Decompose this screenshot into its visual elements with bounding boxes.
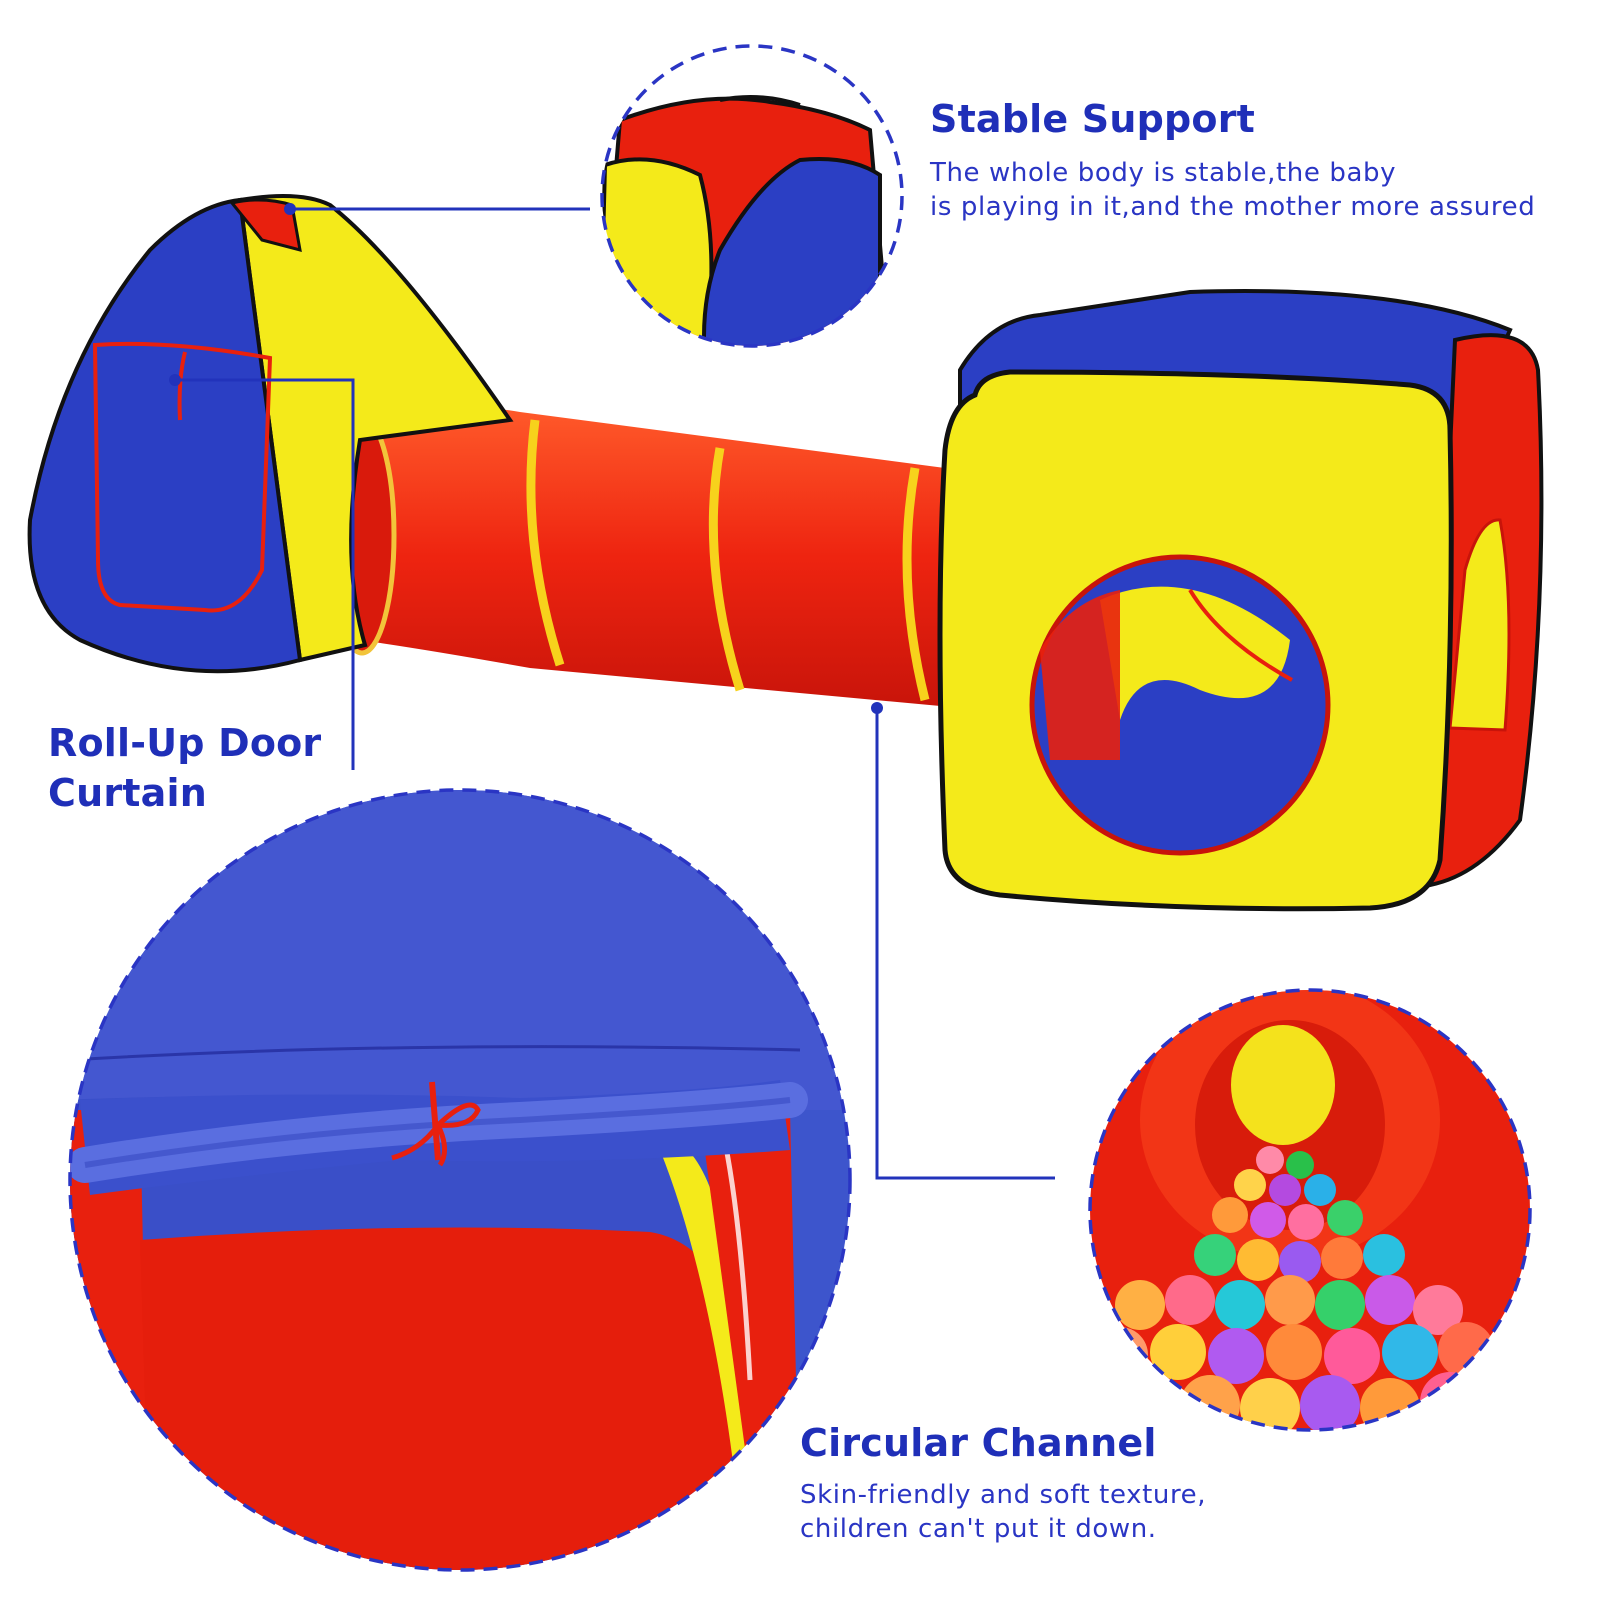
- stable-support-line-2: is playing in it,and the mother more ass…: [930, 191, 1536, 222]
- zoom-stable-support: [600, 44, 904, 348]
- callout-lines: [175, 207, 1055, 1180]
- feature-circular-channel: Circular Channel Skin-friendly and soft …: [800, 1420, 1560, 1546]
- circular-channel-line-2: children can't put it down.: [800, 1513, 1157, 1544]
- zoom-roll-up-door: [68, 788, 852, 1572]
- callout-dot-stable: [284, 203, 296, 215]
- callout-dot-rollup: [169, 374, 181, 386]
- feature-stable-support: Stable Support The whole body is stable,…: [930, 96, 1590, 224]
- feature-roll-up-door: Roll-Up Door Curtain: [48, 718, 378, 818]
- roll-up-door-title: Roll-Up Door Curtain: [48, 718, 378, 818]
- callout-dot-channel: [871, 702, 883, 714]
- circular-channel-line-1: Skin-friendly and soft texture,: [800, 1479, 1207, 1510]
- circular-channel-description: Skin-friendly and soft texture, children…: [800, 1478, 1560, 1547]
- roll-up-door-title-line-1: Roll-Up Door: [48, 721, 322, 765]
- stable-support-description: The whole body is stable,the baby is pla…: [930, 156, 1590, 225]
- teepee-tent: [27, 194, 514, 674]
- circular-channel-title: Circular Channel: [800, 1421, 1157, 1465]
- zoom-circular-channel: [1088, 988, 1532, 1432]
- stable-support-title: Stable Support: [930, 97, 1256, 141]
- ball-pit: [1092, 1146, 1494, 1430]
- roll-up-door-title-line-2: Curtain: [48, 771, 207, 816]
- tunnel: [327, 406, 962, 708]
- stable-support-line-1: The whole body is stable,the baby: [930, 157, 1397, 188]
- cube-tent: [937, 289, 1544, 912]
